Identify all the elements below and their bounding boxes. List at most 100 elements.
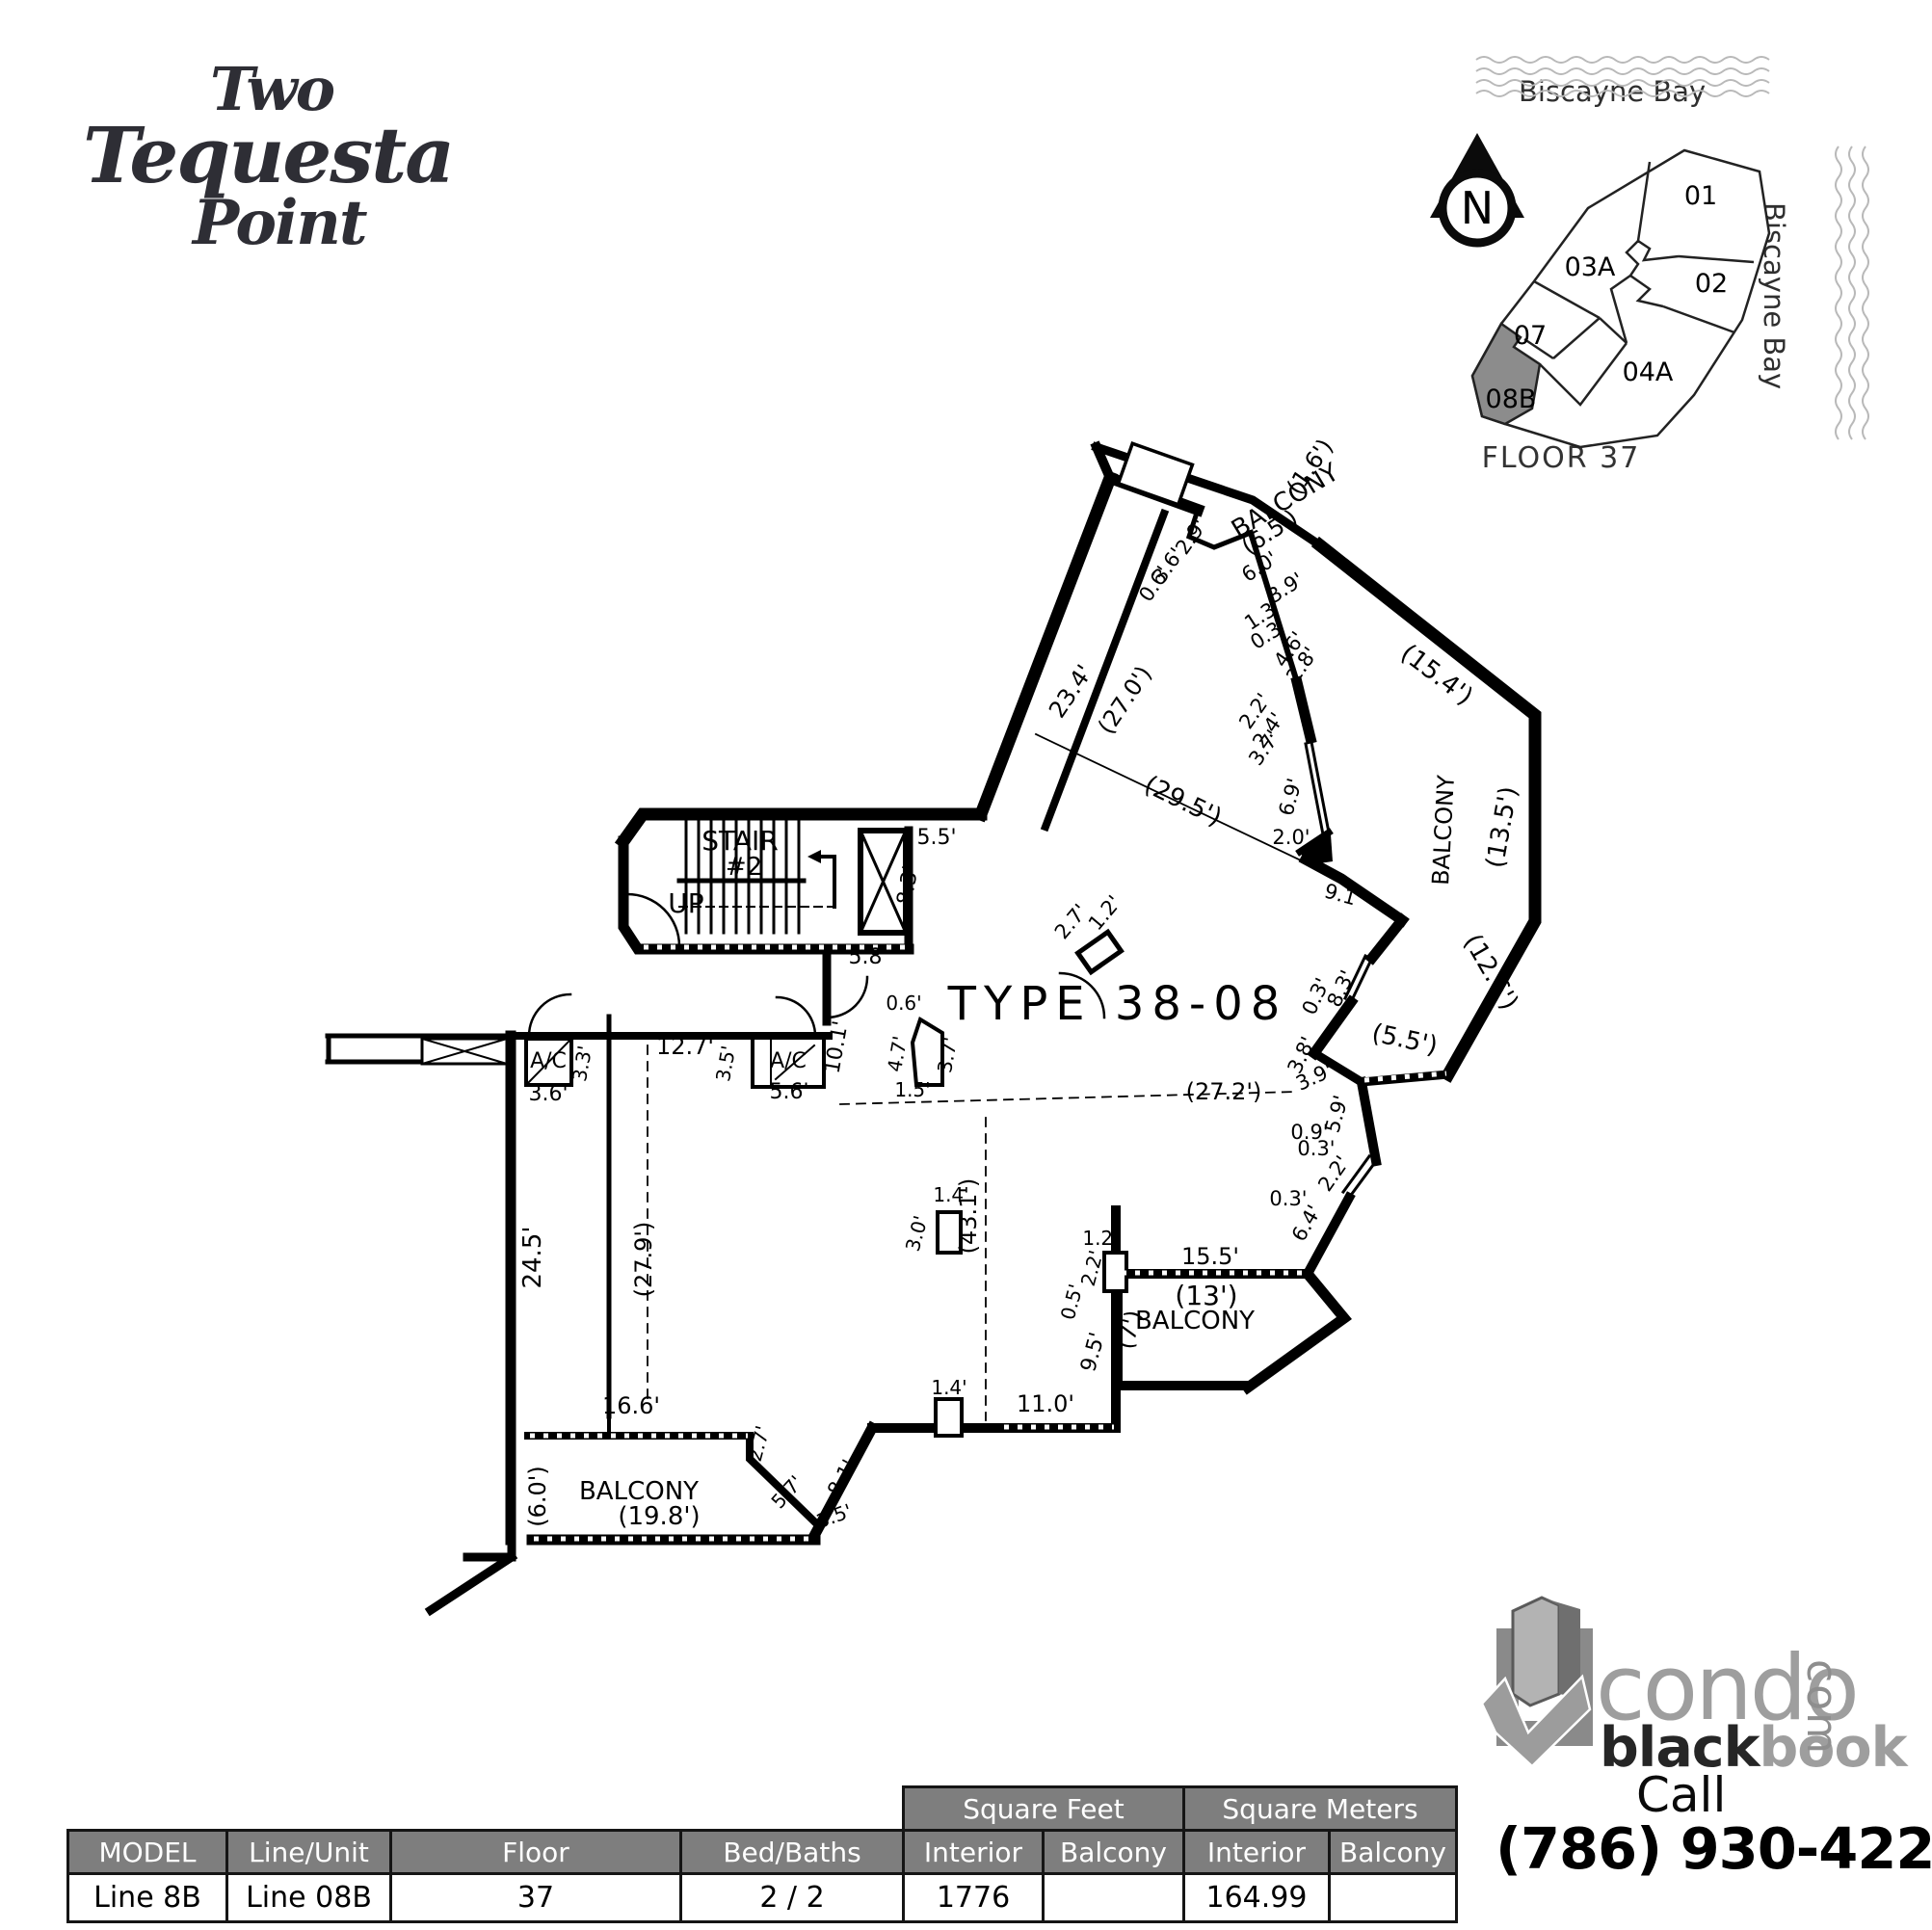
logo-book-front bbox=[1511, 1596, 1561, 1707]
col-header-sqft-interior: Interior bbox=[902, 1829, 1045, 1875]
col-header-model: MODEL bbox=[66, 1829, 228, 1875]
brand-com-text: com bbox=[1797, 1659, 1846, 1756]
plan-label: 3.6' bbox=[528, 1082, 568, 1106]
plan-label: 3.0' bbox=[901, 1213, 933, 1254]
plan-label: A/C bbox=[530, 1049, 567, 1073]
map-unit-01: 01 bbox=[1684, 181, 1717, 211]
wave-line bbox=[1475, 56, 1770, 64]
plan-label: 24.5' bbox=[518, 1226, 547, 1288]
core-zigzag-lines bbox=[1609, 239, 1680, 344]
plan-label: (13') bbox=[1175, 1280, 1237, 1311]
plan-label: 15.5' bbox=[1181, 1243, 1239, 1270]
plan-label: (15.4') bbox=[1395, 639, 1478, 711]
plan-label: (13.5') bbox=[1481, 784, 1523, 870]
square-feet-group-header: Square Feet bbox=[902, 1785, 1185, 1832]
map-unit-02: 02 bbox=[1695, 269, 1728, 299]
building-outline bbox=[1470, 148, 1771, 449]
wave-line bbox=[1835, 145, 1842, 440]
logo-book-spine bbox=[1542, 1598, 1580, 1698]
cell-sqm-interior: 164.99 bbox=[1182, 1872, 1331, 1923]
sliding-door-hatching bbox=[530, 944, 1447, 1542]
plan-label: 1.5' bbox=[894, 1078, 930, 1101]
condoblackbook-logo-icon bbox=[1480, 1596, 1593, 1768]
table-row: Line 8B Line 08B 37 2 / 2 1776 164.99 bbox=[66, 1872, 1458, 1923]
logo-checkmark bbox=[1480, 1674, 1592, 1768]
plan-label: 0.3' bbox=[1297, 1137, 1335, 1160]
plan-label: UP bbox=[668, 887, 703, 919]
cell-floor: 37 bbox=[389, 1872, 682, 1923]
plan-label: (19.8') bbox=[618, 1502, 700, 1531]
plan-label: (27.9') bbox=[630, 1222, 657, 1298]
brand-book-word: book bbox=[1759, 1716, 1908, 1780]
north-compass: N bbox=[1430, 133, 1524, 248]
brand-black-word: black bbox=[1600, 1716, 1760, 1780]
plan-label: 5.6' bbox=[769, 1080, 808, 1104]
plan-label: 5.8' bbox=[848, 945, 887, 969]
map-unit-08B: 08B bbox=[1486, 384, 1537, 414]
call-label: Call bbox=[1636, 1767, 1727, 1823]
plan-label: 0.3' bbox=[1269, 1187, 1307, 1210]
wave-line bbox=[1862, 145, 1869, 440]
phone-number: (786) 930-4220 bbox=[1495, 1815, 1932, 1882]
floor-number-label: FLOOR 37 bbox=[1481, 441, 1641, 475]
water-wave-lines bbox=[1475, 56, 1869, 440]
plan-label: 9.5' bbox=[1076, 1330, 1110, 1374]
plan-label: TYPE 38-08 bbox=[947, 977, 1288, 1031]
plan-label: 0.5' bbox=[1056, 1282, 1088, 1322]
map-unit-07: 07 bbox=[1514, 321, 1547, 351]
col-header-floor: Floor bbox=[389, 1829, 682, 1875]
col-header-line-unit: Line/Unit bbox=[225, 1829, 392, 1875]
plan-label: 2.7' bbox=[743, 1423, 775, 1464]
cell-sqft-balcony bbox=[1042, 1872, 1185, 1923]
plan-label: (43.1') bbox=[955, 1178, 982, 1255]
plan-label: 1.2' bbox=[1082, 1227, 1118, 1250]
building-key-map bbox=[1470, 148, 1771, 449]
plan-label: (5.5') bbox=[1369, 1018, 1441, 1061]
plan-label: 4.7' bbox=[883, 1034, 912, 1073]
plan-label: 5.5' bbox=[916, 826, 956, 850]
unit-spec-table: Square Feet Square Meters MODEL Line/Uni… bbox=[66, 1785, 1458, 1923]
col-header-sqm-interior: Interior bbox=[1182, 1829, 1331, 1875]
col-header-sqm-balcony: Balcony bbox=[1328, 1829, 1458, 1875]
plan-label: 1.4' bbox=[931, 1376, 966, 1399]
plan-label: (6.0') bbox=[524, 1466, 551, 1527]
cell-line-unit: Line 08B bbox=[225, 1872, 392, 1923]
plan-label: (27.2') bbox=[1186, 1078, 1262, 1105]
stair-direction-arrowhead bbox=[807, 850, 821, 863]
plan-label: 0.9' bbox=[1290, 1121, 1328, 1144]
plan-label: STAIR bbox=[701, 825, 779, 857]
plan-label: 16.6' bbox=[602, 1392, 660, 1419]
col-header-bed-baths: Bed/Baths bbox=[679, 1829, 905, 1875]
cell-sqm-balcony bbox=[1328, 1872, 1458, 1923]
map-unit-04A: 04A bbox=[1623, 357, 1674, 387]
plan-label: BALCONY bbox=[579, 1477, 699, 1506]
plan-label: 3.3' bbox=[568, 1044, 596, 1083]
cell-bed-baths: 2 / 2 bbox=[679, 1872, 905, 1923]
compass-circle bbox=[1438, 169, 1517, 248]
logo-word-tequesta: Tequesta bbox=[83, 110, 455, 200]
plan-label: (29.5') bbox=[1140, 771, 1227, 833]
plan-label: 2.0' bbox=[1272, 826, 1310, 849]
logo-word-point: Point bbox=[193, 187, 367, 259]
table-spacer-cell bbox=[67, 1786, 904, 1831]
col-header-sqft-balcony: Balcony bbox=[1042, 1829, 1185, 1875]
plan-label: BALCONY bbox=[1135, 1307, 1255, 1335]
plan-label: 0.6' bbox=[886, 991, 921, 1015]
plan-label: BALCONY bbox=[1427, 774, 1460, 886]
plan-label: 3.5' bbox=[813, 1499, 855, 1533]
logo-word-two: Two bbox=[210, 54, 335, 124]
plan-label: 1.2' bbox=[1084, 891, 1126, 935]
floor-plan-walls bbox=[325, 440, 1542, 1617]
plan-label: #2 bbox=[726, 853, 762, 882]
floor-plan-labels: BALCONY(1.6')(6.5')2.9'3.6'0.6'6.0'3.9'1… bbox=[518, 434, 1523, 1533]
plan-label: 11.0' bbox=[1017, 1390, 1074, 1417]
plan-label: 3.7' bbox=[933, 1035, 962, 1074]
wave-line bbox=[1475, 90, 1770, 97]
brand-blackbook-text: blackbook bbox=[1600, 1721, 1908, 1776]
cell-model: Line 8B bbox=[66, 1872, 228, 1923]
wave-line bbox=[1475, 67, 1770, 75]
plan-label: 1.4' bbox=[933, 1183, 968, 1206]
